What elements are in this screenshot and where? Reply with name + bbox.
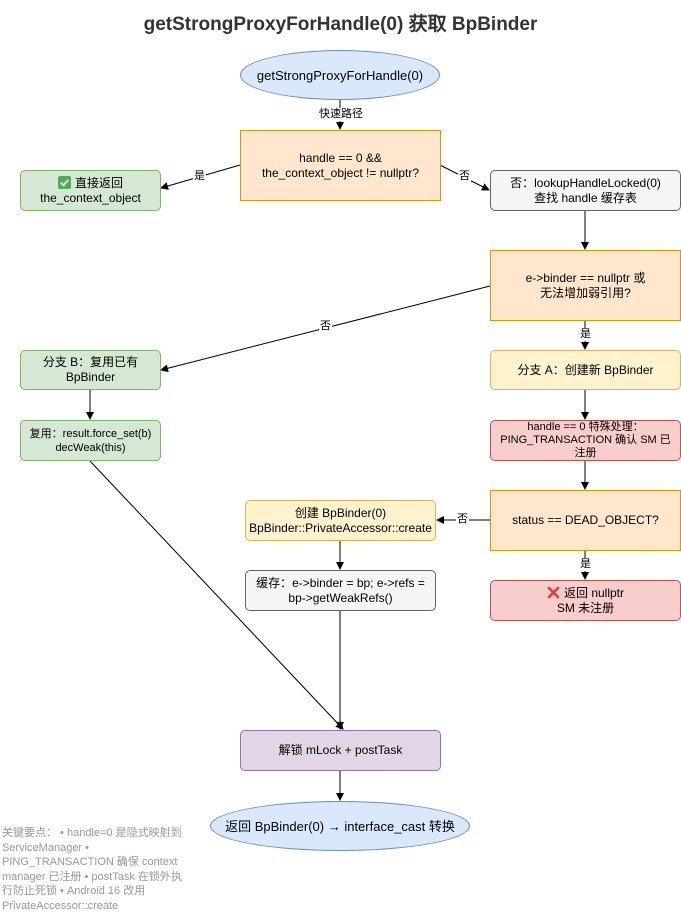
lookup-line1: 否：lookupHandleLocked(0) [510, 175, 661, 190]
edge-label-no1: 否 [458, 170, 471, 183]
special-handle-node: handle == 0 特殊处理： PING_TRANSACTION 确认 SM… [490, 420, 681, 461]
branch-a-label: 分支 A：创建新 BpBinder [517, 362, 654, 377]
reuse-node: 复用：result.force_set(b) decWeak(this) [20, 420, 161, 461]
reuse-line2: decWeak(this) [55, 441, 126, 454]
create-line1: 创建 BpBinder(0) [294, 505, 387, 520]
edge-label-yes3: 是 [579, 558, 592, 571]
note-line: 关键要点： • handle=0 是隐式映射到 [2, 827, 182, 839]
note-line: manager 已注册 • postTask 在锁外执 [2, 870, 182, 883]
return-context-label: 直接返回 [74, 175, 123, 190]
edge-reuse-to-unlock [89, 460, 344, 730]
key-points-note: 关键要点： • handle=0 是隐式映射到 ServiceManager •… [2, 826, 208, 913]
decision-binder-null: e->binder == nullptr 或 无法增加弱引用? [490, 250, 681, 321]
unlock-node: 解锁 mLock + postTask [240, 730, 441, 771]
cache-line1: 缓存：e->binder = bp; e->refs = [256, 575, 425, 590]
return-context-node: 直接返回 the_context_object [20, 170, 161, 211]
unlock-label: 解锁 mLock + postTask [278, 743, 403, 757]
edge-label-yes2: 是 [579, 328, 592, 341]
check-mark-icon [57, 175, 71, 189]
branch-b-line2: BpBinder [65, 370, 116, 384]
special-line1: handle == 0 特殊处理： [527, 421, 644, 433]
note-line: PING_TRANSACTION 确保 context [2, 856, 178, 868]
start-label: getStrongProxyForHandle(0) [256, 67, 424, 83]
cache-line2: bp->getWeakRefs() [288, 590, 393, 605]
cross-mark-icon [547, 586, 560, 598]
note-line: PrivateAccessor::create [2, 899, 119, 912]
reuse-line1: 复用：result.force_set(b) [29, 427, 152, 440]
start-node: getStrongProxyForHandle(0) [240, 50, 440, 100]
create-line2: BpBinder::PrivateAccessor::create [249, 520, 432, 535]
diagram-title: getStrongProxyForHandle(0) 获取 BpBinder [143, 14, 538, 35]
edge-label-yes1: 是 [193, 170, 206, 183]
note-line: ServiceManager • [2, 841, 90, 854]
return-null-label: 返回 nullptr [563, 585, 625, 600]
decision1-line2: the_context_object != nullptr? [261, 165, 420, 180]
special-line3: 注册 [574, 447, 597, 459]
edge-label-fast-path: 快速路径 [318, 108, 364, 121]
edge-label-no3: 否 [456, 513, 469, 526]
branch-a-node: 分支 A：创建新 BpBinder [490, 350, 681, 390]
lookup-line2: 查找 handle 缓存表 [534, 190, 637, 205]
branch-b-line1: 分支 B：复用已有 [42, 355, 139, 369]
note-line: 行防止死锁 • Android 16 改用 [2, 885, 146, 897]
cache-node: 缓存：e->binder = bp; e->refs = bp->getWeak… [245, 570, 436, 611]
decision1-line1: handle == 0 && [299, 150, 382, 165]
special-line2: PING_TRANSACTION 确认 SM 已 [500, 434, 671, 446]
end-label: 返回 BpBinder(0) → interface_cast 转换 [225, 818, 455, 834]
return-null-sub: SM 未注册 [556, 600, 615, 615]
decision3-label: status == DEAD_OBJECT? [512, 513, 659, 527]
end-node: 返回 BpBinder(0) → interface_cast 转换 [210, 801, 470, 851]
return-null-node: 返回 nullptr SM 未注册 [490, 580, 681, 621]
edge-label-no2: 否 [319, 320, 332, 333]
decision-dead-object: status == DEAD_OBJECT? [490, 490, 681, 551]
branch-b-node: 分支 B：复用已有 BpBinder [20, 350, 161, 390]
decision2-line1: e->binder == nullptr 或 [525, 270, 646, 285]
decision-context-object: handle == 0 && the_context_object != nul… [240, 130, 441, 201]
lookup-handle-node: 否：lookupHandleLocked(0) 查找 handle 缓存表 [490, 170, 681, 211]
create-bpbinder-node: 创建 BpBinder(0) BpBinder::PrivateAccessor… [245, 500, 436, 541]
return-context-value: the_context_object [40, 190, 141, 205]
decision2-line2: 无法增加弱引用? [540, 285, 631, 300]
